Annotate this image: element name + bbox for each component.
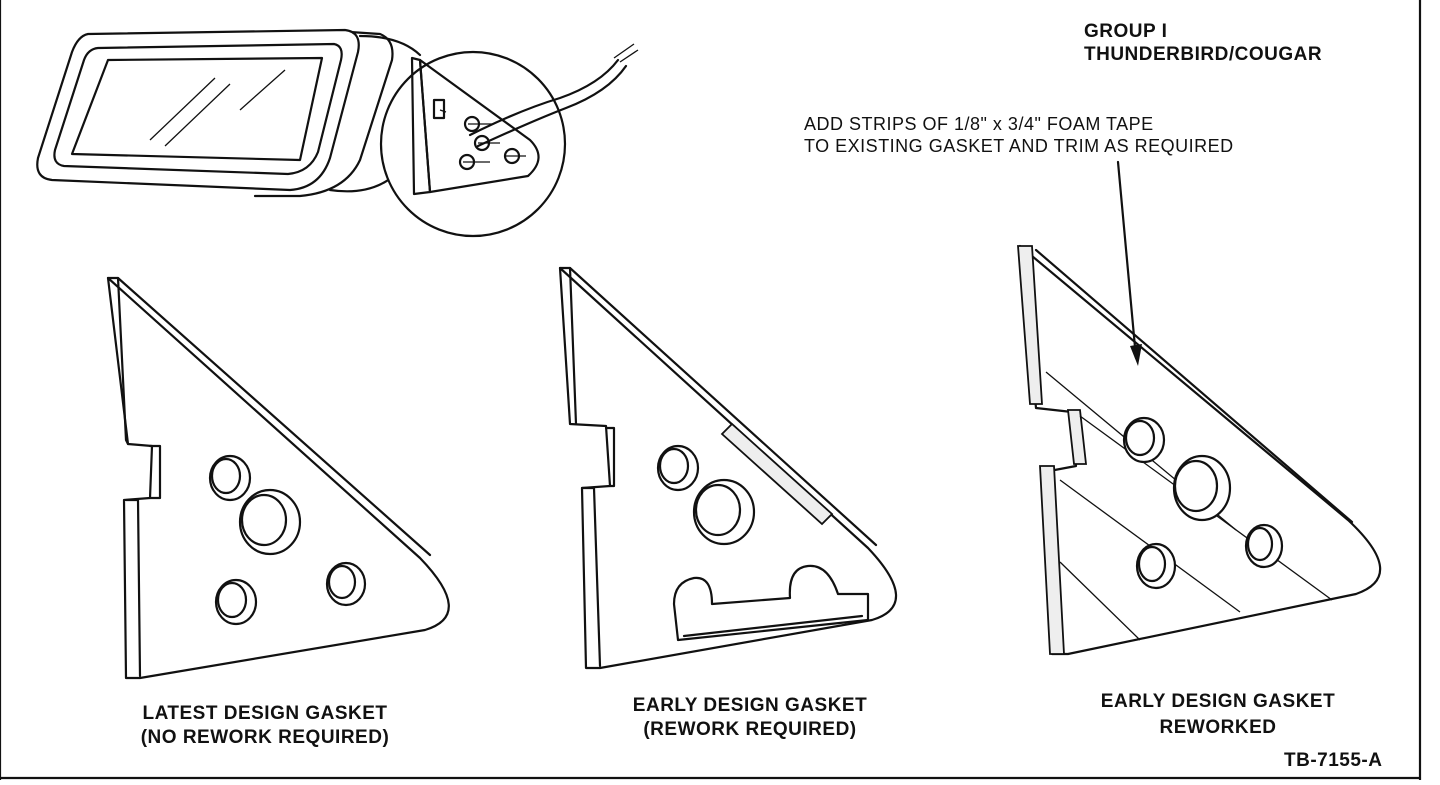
gasket-2-subtitle: (REWORK REQUIRED) <box>643 719 857 740</box>
leader-arrow <box>1116 160 1142 366</box>
gasket-early-design <box>558 266 898 670</box>
foam-tape-strip <box>1017 245 1043 405</box>
detail-circle <box>379 50 567 238</box>
gasket-2-title: EARLY DESIGN GASKET <box>632 695 868 716</box>
mirror-cable <box>468 58 620 137</box>
mirror-illustration <box>36 28 639 238</box>
vehicle-label: THUNDERBIRD/COUGAR <box>1084 44 1323 65</box>
gasket-early-reworked <box>1017 244 1382 656</box>
gasket-1-subtitle: (NO REWORK REQUIRED) <box>140 727 390 748</box>
gasket-3-title: EARLY DESIGN GASKET <box>1100 691 1336 712</box>
gasket-latest-design <box>106 276 450 680</box>
figure-id: TB-7155-A <box>1284 750 1383 771</box>
annotation-line-1: ADD STRIPS OF 1/8" x 3/4" FOAM TAPE <box>804 114 1154 134</box>
group-label: GROUP I <box>1084 21 1168 42</box>
foam-tape-strip <box>1039 465 1065 655</box>
screw-icon <box>458 115 526 171</box>
mirror-glass <box>70 56 324 162</box>
gasket-1-title: LATEST DESIGN GASKET <box>142 703 388 724</box>
foam-tape-strip <box>1066 409 1088 465</box>
gasket-3-subtitle: REWORKED <box>1159 717 1277 738</box>
annotation-line-2: TO EXISTING GASKET AND TRIM AS REQUIRED <box>804 136 1234 156</box>
